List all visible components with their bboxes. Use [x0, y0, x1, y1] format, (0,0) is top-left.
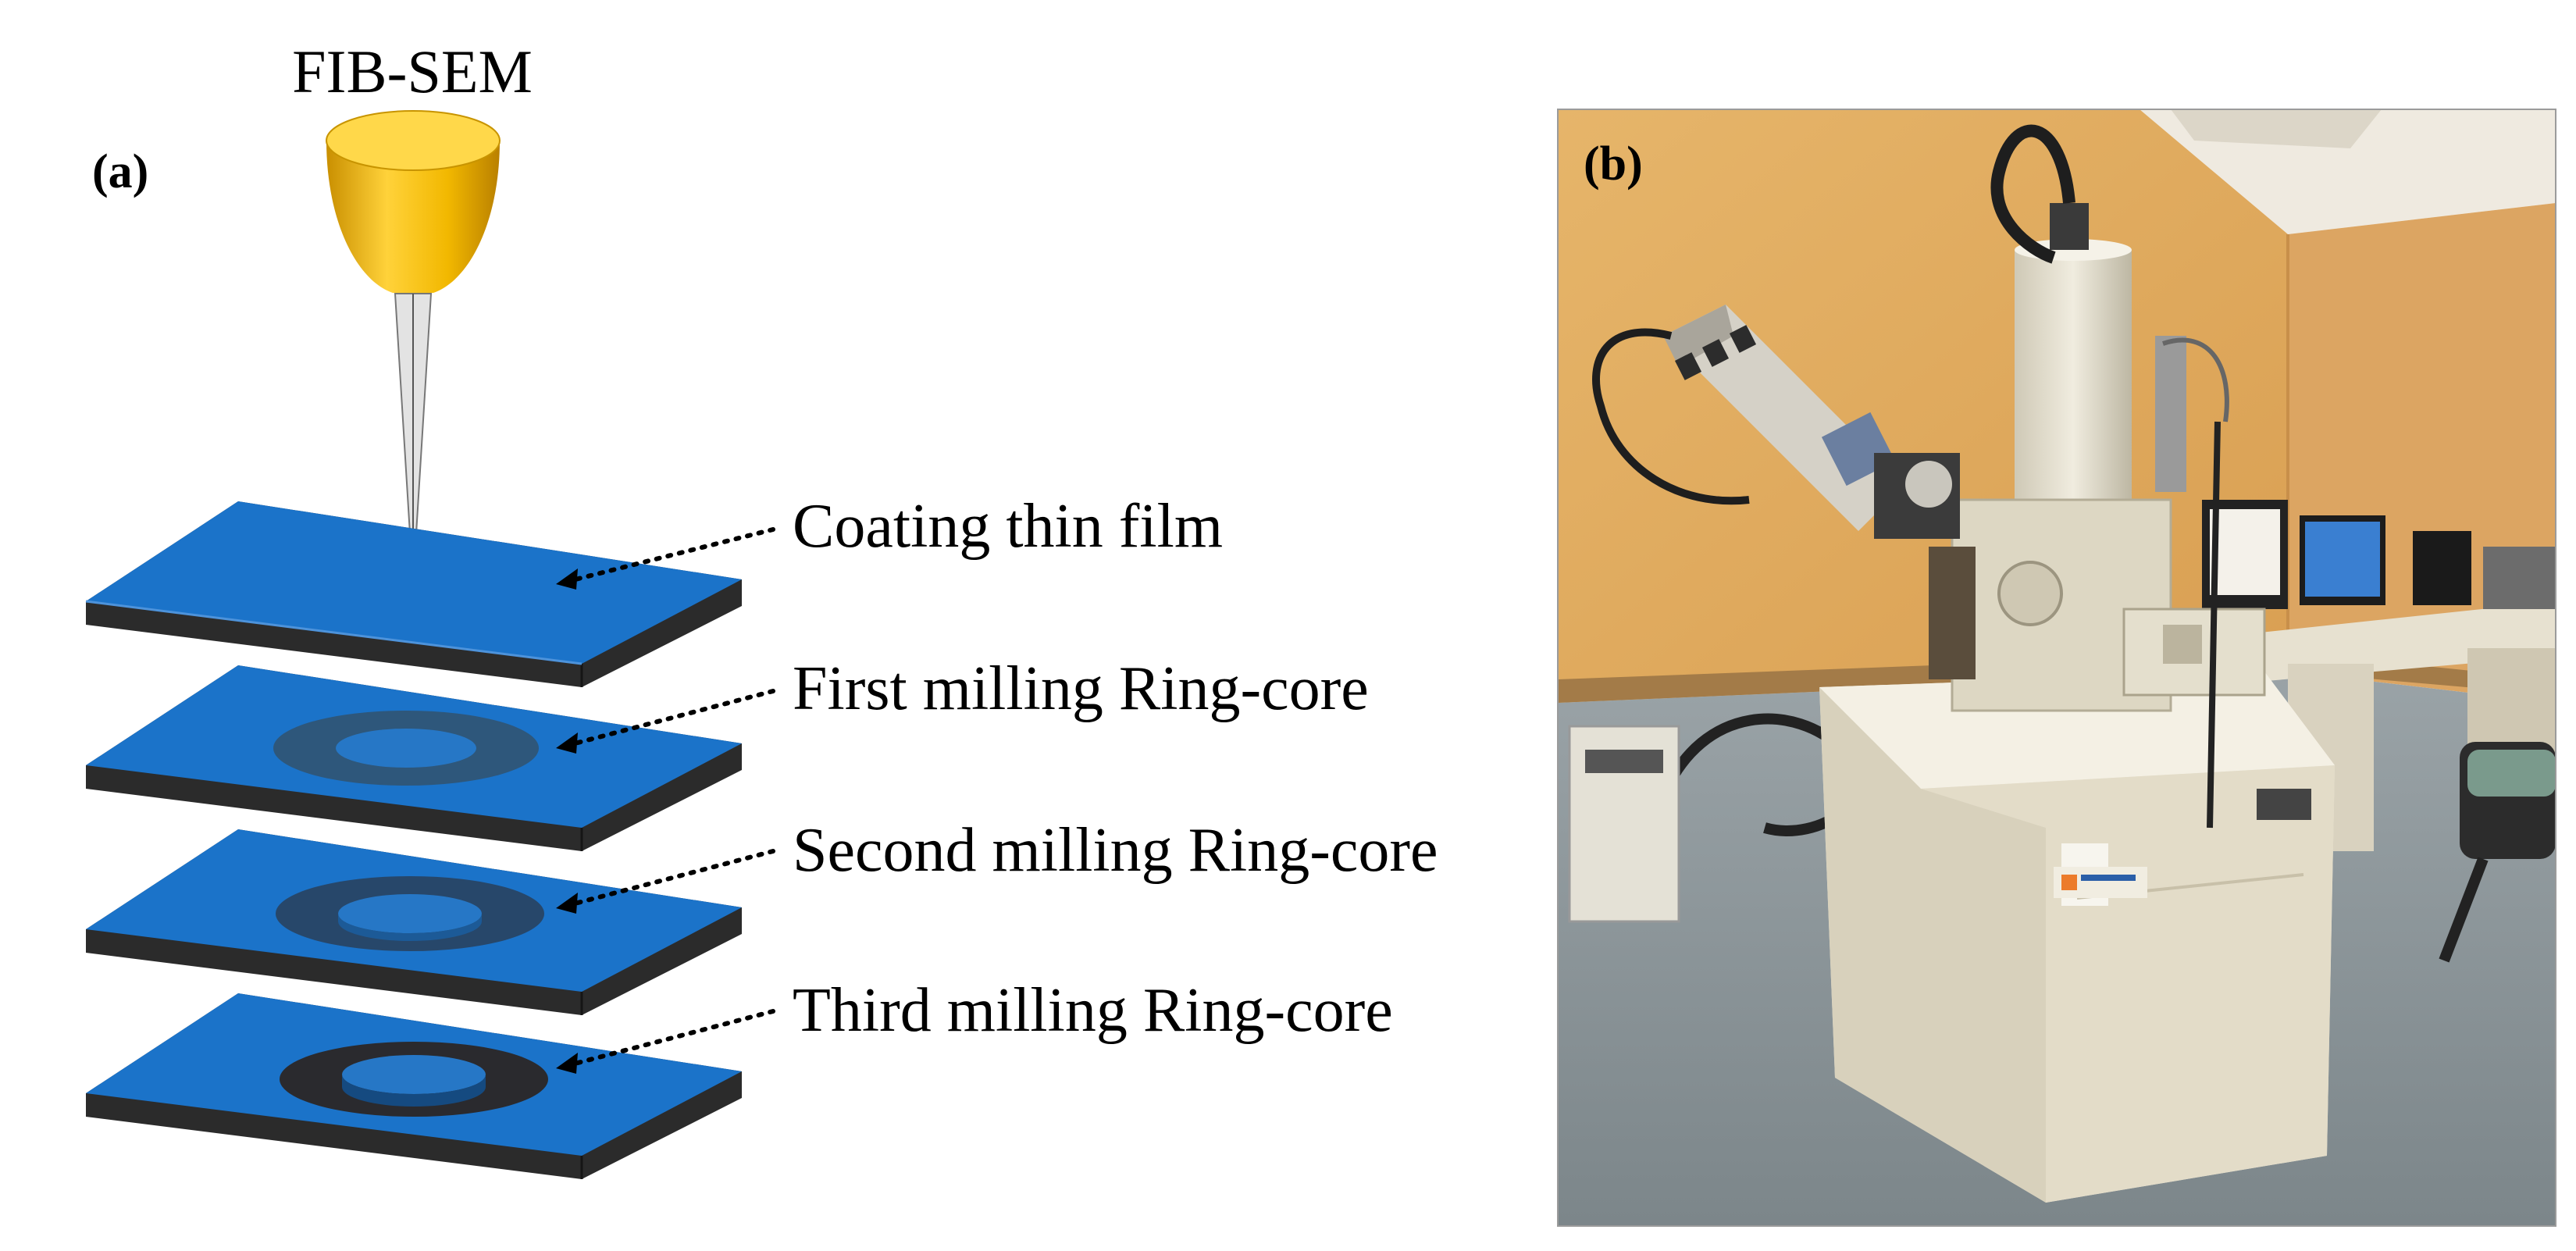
layer-third-milling	[86, 993, 742, 1179]
label-coating-thin-film: Coating thin film	[793, 492, 1223, 561]
fib-gun-icon	[326, 110, 501, 293]
panel-b-label: (b)	[1584, 137, 1643, 191]
panel-a-label: (a)	[92, 145, 148, 198]
label-third-milling: Third milling Ring-core	[793, 976, 1393, 1045]
layer-second-milling	[86, 829, 742, 1015]
layer-first-milling	[86, 665, 742, 851]
layer-coating-thin-film	[85, 501, 742, 687]
label-first-milling: First milling Ring-core	[793, 654, 1369, 723]
label-second-milling: Second milling Ring-core	[793, 816, 1438, 885]
fib-sem-instrument-photo: (b)	[1557, 109, 2556, 1227]
figure-title: FIB-SEM	[292, 37, 533, 105]
leader-lines	[556, 527, 775, 1074]
panel-a-schematic: FIB-SEM (a)	[85, 37, 1438, 1179]
